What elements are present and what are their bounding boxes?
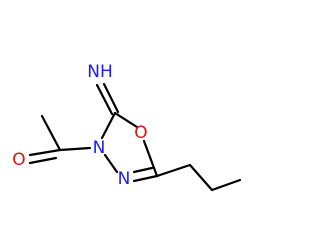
bond-n3-acyl <box>58 146 92 152</box>
bond-propyl1-2 <box>188 163 214 192</box>
bond-n3-c2 <box>100 111 117 140</box>
bond-acyl-o-a <box>28 148 62 157</box>
atom-ring-n3: N <box>93 138 106 158</box>
molecule-drawing: NH N N O O <box>12 62 242 192</box>
bond-propyl2-3 <box>210 178 242 192</box>
bond-acyl-o-b <box>28 156 58 165</box>
bond-acyl-methyl <box>40 114 62 152</box>
atom-carbonyl-o: O <box>12 150 25 170</box>
atom-ring-o1: O <box>134 123 147 143</box>
bond-c5-n4-a <box>132 174 159 183</box>
structure-canvas: NH N N O O <box>12 62 242 192</box>
bond-c2-nh-a <box>95 83 114 116</box>
bond-c2-o1 <box>113 111 139 129</box>
bond-c5-propyl1 <box>155 163 192 178</box>
atom-imine-nh: NH <box>87 62 113 82</box>
bond-c5-n4-b <box>132 166 154 174</box>
bond-c2-nh-b <box>102 82 120 114</box>
bond-n4-n3 <box>103 153 119 174</box>
atom-ring-n4: N <box>118 169 131 189</box>
bond-o1-c5 <box>142 139 159 178</box>
